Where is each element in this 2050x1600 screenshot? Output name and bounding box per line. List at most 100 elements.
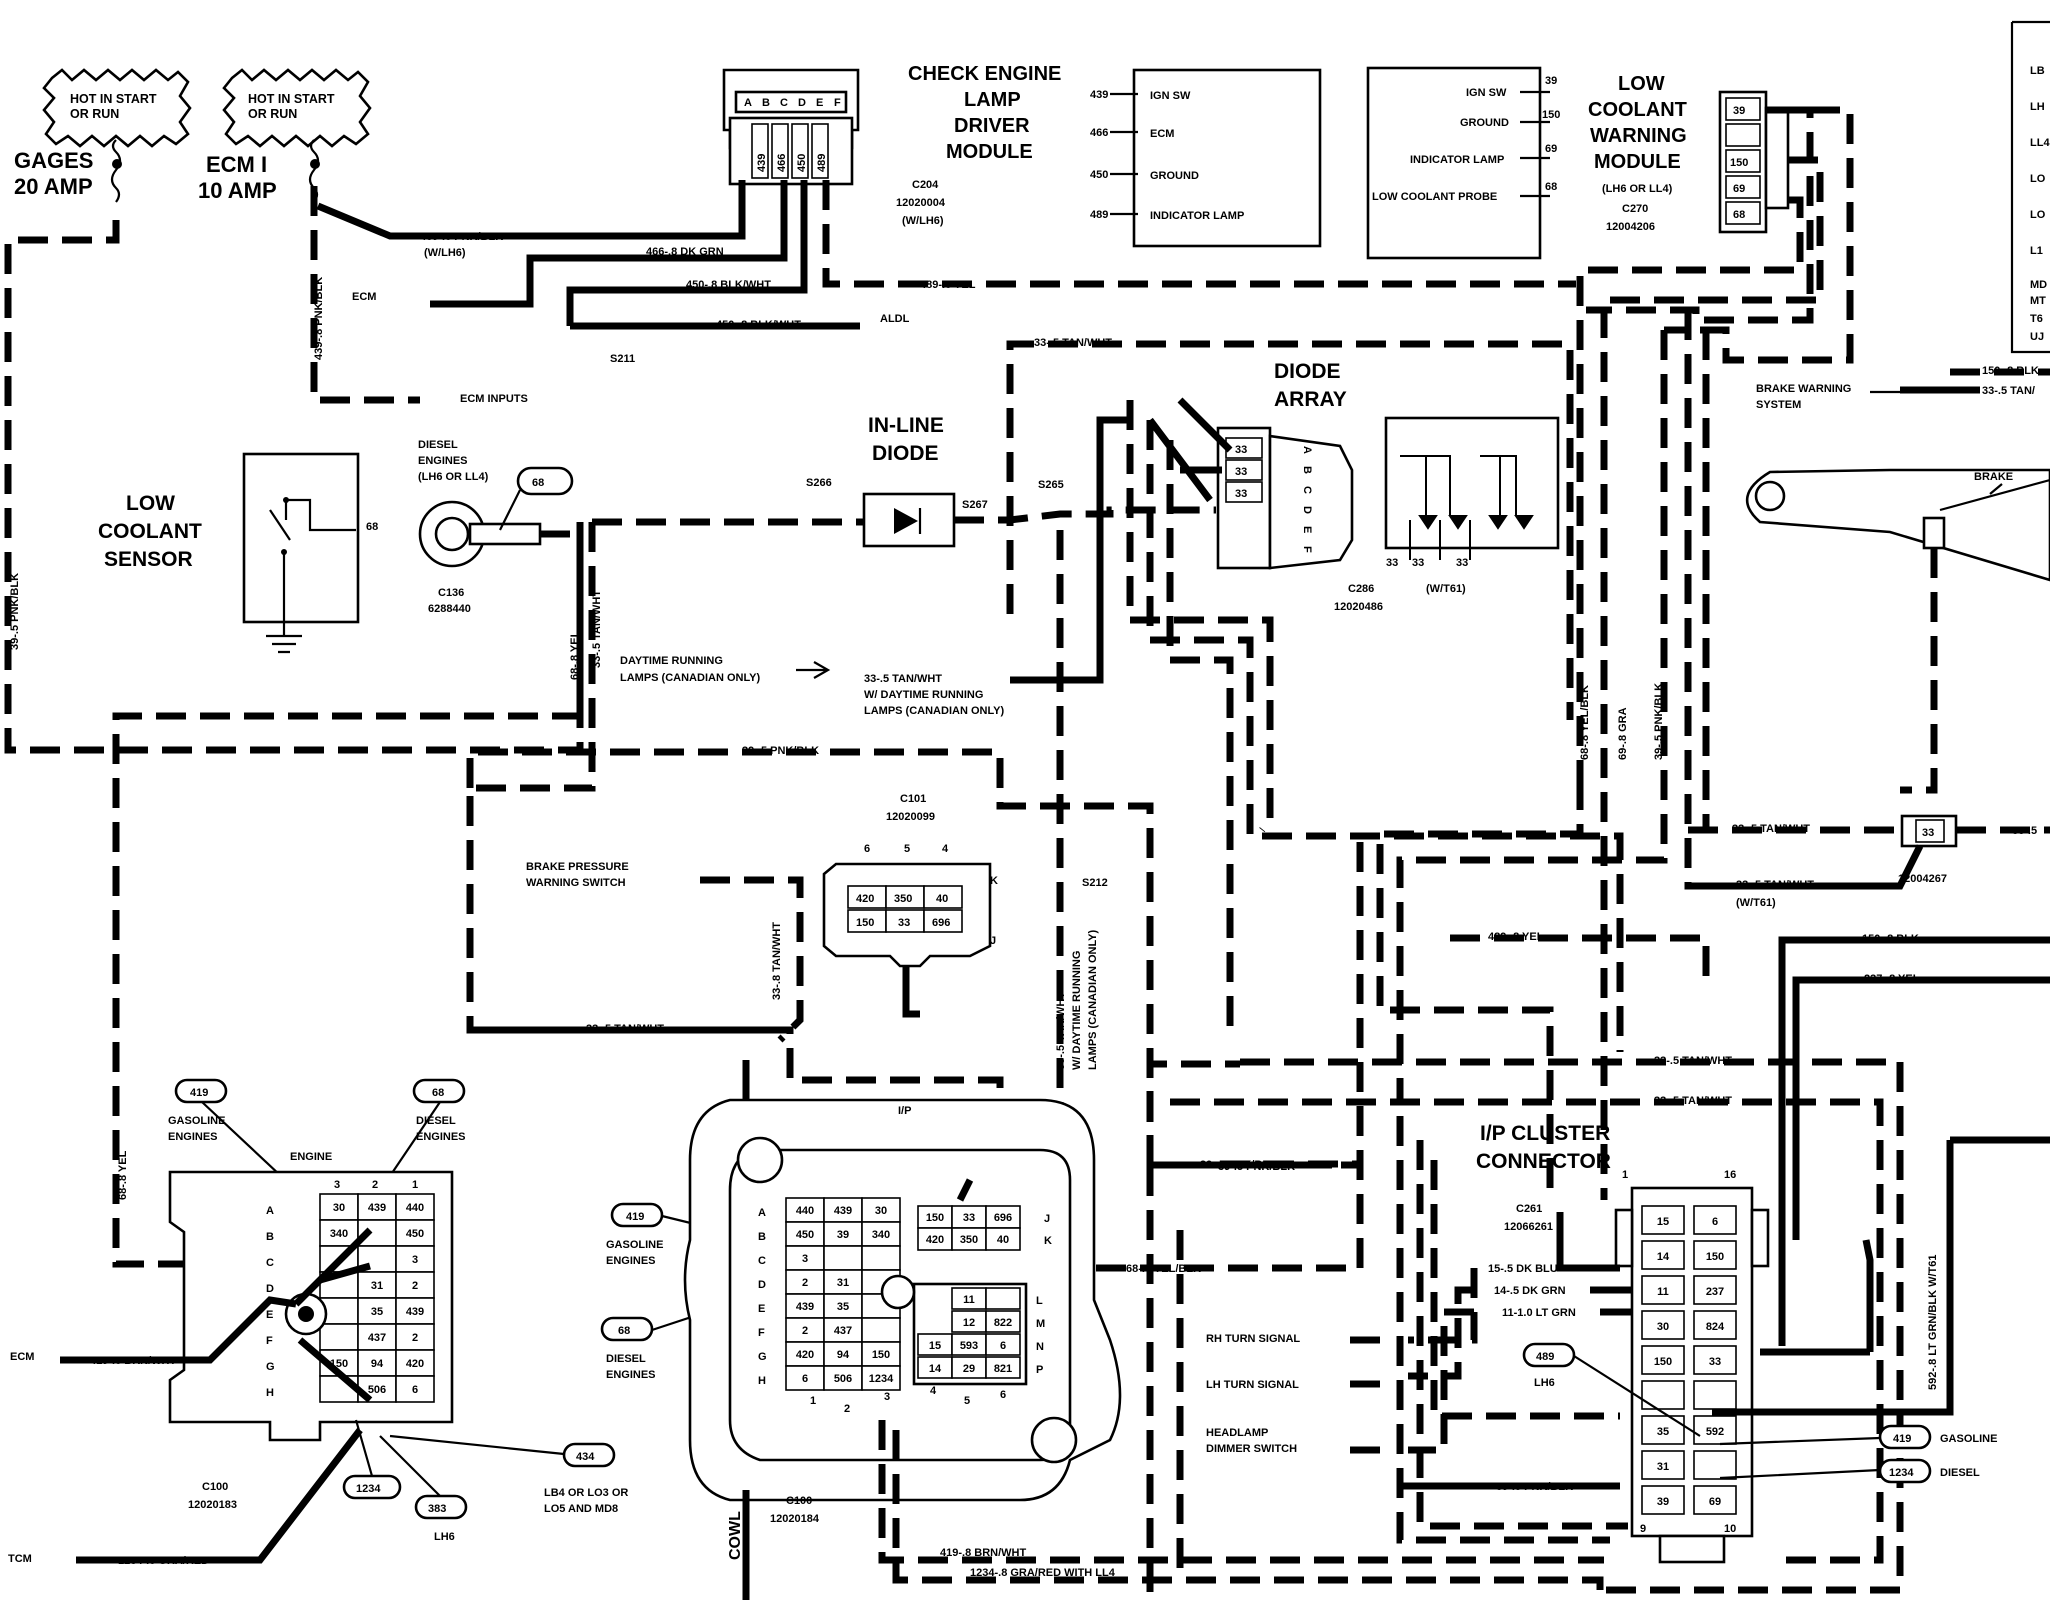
c100l-lh6: LH6 xyxy=(434,1531,455,1543)
da-bottom-1: 33 xyxy=(1386,557,1398,569)
lc-pin-68: 68 xyxy=(1545,181,1557,193)
c100m-cid: C100 xyxy=(786,1495,812,1507)
c100l-cavity xyxy=(395,1323,435,1351)
warning-right-line2: OR RUN xyxy=(248,107,297,121)
brake-sw-2: WARNING SWITCH xyxy=(526,877,626,889)
da-bottom-3: 33 xyxy=(1456,557,1468,569)
w237-yel-label: 237-.8 YEL xyxy=(1864,973,1920,985)
c100m-pin-label: 3 xyxy=(802,1253,808,1265)
ce-pin-466: 466 xyxy=(776,154,788,172)
ip-pin-label: 6 xyxy=(1712,1216,1718,1228)
ce-pin-450: 450 xyxy=(796,154,808,172)
c100m-pin-label: 150 xyxy=(872,1349,890,1361)
c100l-pin-label: 30 xyxy=(333,1202,345,1214)
lc-title-1: LOW xyxy=(1618,73,1665,95)
lc-title-2: COOLANT xyxy=(1588,99,1687,121)
wire-39-ip-top xyxy=(1146,1060,1360,1168)
c100m-cavity xyxy=(861,1221,901,1247)
ce-title-2: LAMP xyxy=(964,89,1021,111)
c100l-col-1: 1 xyxy=(412,1179,418,1191)
w33-right1-label: 33-.5 TAN/WHT xyxy=(1732,823,1810,835)
ip-cavity xyxy=(1693,1450,1737,1480)
c100m-jk-pin-label: 150 xyxy=(926,1212,944,1224)
c100l-col-3: 3 xyxy=(334,1179,340,1191)
diode-icon xyxy=(894,508,918,534)
w150-blk-mid-label: 150-.8 BLK xyxy=(1862,933,1919,945)
headlamp-2: DIMMER SWITCH xyxy=(1206,1443,1297,1455)
ce-letter-e: E xyxy=(816,97,823,109)
ip-badge-419: 419 xyxy=(1893,1433,1911,1445)
ip-badge-489: 489 xyxy=(1536,1351,1554,1363)
ip-cavity xyxy=(1693,1345,1737,1375)
fuse-gages-terminal xyxy=(112,159,122,169)
wire-33-vertical xyxy=(466,522,1004,1164)
wire-brake-vert xyxy=(1900,548,1938,794)
s265-label: S265 xyxy=(1038,479,1064,491)
fuse-ecm-rating: 10 AMP xyxy=(198,178,277,203)
w33-c2-label: 33-.5 TAN/WHT xyxy=(1654,1095,1732,1107)
ip-cavity xyxy=(1693,1310,1737,1340)
w592-label: 592-.8 LT GRN/BLK W/T61 xyxy=(1927,1255,1939,1390)
ip-cavity xyxy=(1693,1275,1737,1305)
c100l-pin-label: 420 xyxy=(406,1358,424,1370)
sensor-title-2: COOLANT xyxy=(98,520,202,543)
ip-pin10: 10 xyxy=(1724,1523,1736,1535)
w489-label: 489-.8 YEL xyxy=(920,279,976,291)
wire-466 xyxy=(430,180,788,308)
c100l-badge-434: 434 xyxy=(576,1451,595,1463)
option-legend-fragment: LB LH LL4 LO LO L1 MD MT T6 UJ xyxy=(2010,20,2050,354)
ip-badge-1234: 1234 xyxy=(1889,1467,1914,1479)
c101-cid: C101 xyxy=(900,793,926,805)
c100m-pin-label: 30 xyxy=(875,1205,887,1217)
c100m-pin-label: 440 xyxy=(796,1205,814,1217)
brake-pedal-arm xyxy=(1745,468,2050,582)
c100l-part: 12020183 xyxy=(188,1499,237,1511)
c101-j: J xyxy=(990,935,996,947)
ce-title-4: MODULE xyxy=(946,141,1033,163)
wire-c101-33 xyxy=(902,966,920,1018)
wire-gages xyxy=(4,220,584,754)
w33-vert-label: 33-.5 TAN/WHT xyxy=(591,590,603,668)
c100l-badge-383: 383 xyxy=(428,1503,446,1515)
lc-pin-150: 150 xyxy=(1542,109,1560,121)
probe-diesel-3: (LH6 OR LL4) xyxy=(418,471,489,483)
ip-cavity xyxy=(1641,1275,1685,1305)
ip-cavity xyxy=(1693,1205,1737,1235)
lc-conn-69: 69 xyxy=(1733,183,1745,195)
ip-pin-label: 824 xyxy=(1706,1321,1725,1333)
ip-pin-label: 30 xyxy=(1657,1321,1669,1333)
inline-diode-title-2: DIODE xyxy=(872,442,939,465)
lc-label-ign: IGN SW xyxy=(1466,87,1507,99)
ce-title-1: CHECK ENGINE xyxy=(908,63,1061,85)
low-coolant-sensor-box xyxy=(242,452,360,624)
fuse-gages-label: GAGES xyxy=(14,148,93,173)
c100m-lmnp-pin: 15 xyxy=(929,1340,941,1352)
wire-33-right-drop xyxy=(1684,310,1710,890)
c100m-gas-1: GASOLINE xyxy=(606,1239,663,1251)
c100m-lmnp-pin: 29 xyxy=(963,1363,975,1375)
probe-part: 6288440 xyxy=(428,603,471,615)
ce-pin-num-450: 450 xyxy=(1090,169,1108,181)
wire-39-pnkblk-v xyxy=(1396,330,1668,1100)
wire-439-vert xyxy=(310,186,420,404)
w150-blk-top-label: 150-.8 BLK xyxy=(1982,365,2039,377)
wire-ip-lower-loop xyxy=(1396,1116,1628,1544)
c100m-pin-label: 340 xyxy=(872,1229,890,1241)
c-right-pin: 33 xyxy=(1922,827,1934,839)
ecm-label: ECM xyxy=(352,291,376,303)
ce-pin-489: 489 xyxy=(816,154,828,172)
wire-da-loop-2 xyxy=(1146,420,1624,1052)
c101-33: 33 xyxy=(898,917,910,929)
ip-pin-label: 39 xyxy=(1657,1496,1669,1508)
c100m-cavity xyxy=(823,1197,863,1223)
c100m-lmnp-cavity xyxy=(985,1356,1021,1379)
wire-1234-bot xyxy=(892,1430,1604,1590)
inline-diode-title-1: IN-LINE xyxy=(868,414,944,437)
c100l-pin-label: 340 xyxy=(330,1228,348,1240)
c100m-jk-cavity xyxy=(985,1227,1021,1251)
legend-8: MT xyxy=(2030,295,2046,307)
da-pin-1: 33 xyxy=(1235,444,1247,456)
c100l-lb4-1: LB4 OR LO3 OR xyxy=(544,1487,628,1499)
ip-pin-label: 11 xyxy=(1657,1286,1669,1298)
